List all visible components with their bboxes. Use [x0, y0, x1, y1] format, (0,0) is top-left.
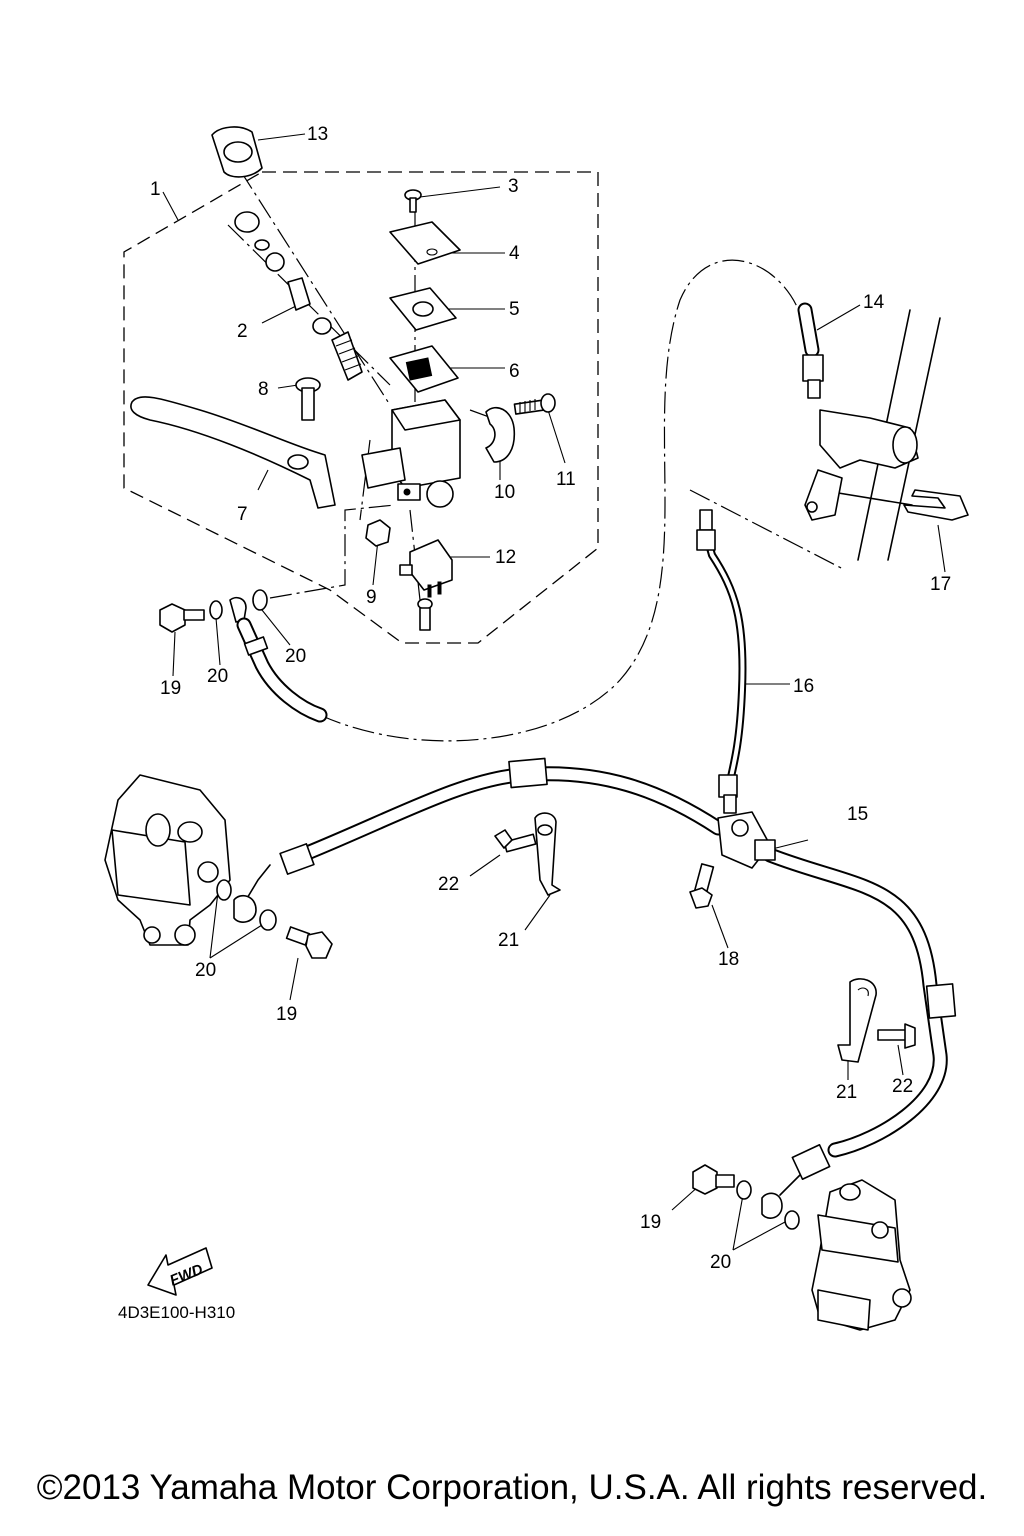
callout-15: 15 — [847, 804, 868, 825]
callout-20-top-b: 20 — [285, 646, 306, 667]
callout-13: 13 — [307, 124, 328, 145]
grip-cover-part — [211, 126, 263, 178]
upper-brake-hose — [229, 596, 328, 723]
callout-22-center: 22 — [438, 874, 459, 895]
master-cylinder-assembly-boundary — [123, 171, 599, 644]
right-brake-caliper — [811, 1179, 912, 1331]
callout-10: 10 — [494, 482, 515, 503]
callout-21-right: 21 — [836, 1082, 857, 1103]
hose-clamp-right — [837, 978, 916, 1063]
callout-9: 9 — [366, 587, 377, 608]
union-bolt-top-part — [159, 603, 205, 633]
hose-clip-part — [903, 489, 969, 521]
brake-lever-part — [130, 396, 336, 509]
callout-7: 7 — [237, 504, 248, 525]
callout-17: 17 — [930, 574, 951, 595]
banjo-fitting-right — [761, 1192, 783, 1219]
callout-19-left: 19 — [276, 1004, 297, 1025]
washer-right-a — [736, 1180, 752, 1200]
callout-6: 6 — [509, 361, 520, 382]
callout-20-left: 20 — [195, 960, 216, 981]
callout-2: 2 — [237, 321, 248, 342]
callout-5: 5 — [509, 299, 520, 320]
union-bolt-right-part — [692, 1164, 735, 1195]
callout-8: 8 — [258, 379, 269, 400]
callout-21-center: 21 — [498, 930, 519, 951]
washer-left-a — [216, 879, 232, 901]
copyright-notice: ©2013 Yamaha Motor Corporation, U.S.A. A… — [36, 1468, 988, 1507]
union-bolt-left-part — [285, 926, 333, 959]
pivot-bolt-part — [295, 377, 321, 421]
nut-part — [365, 519, 391, 547]
washer-top-b — [252, 589, 268, 611]
washer-right-b — [784, 1210, 800, 1230]
hose-clamp-center — [494, 812, 561, 896]
washer-left-b — [259, 909, 277, 931]
callout-4: 4 — [509, 243, 520, 264]
callout-labels: 13 1 3 4 5 6 2 8 7 10 11 12 9 14 17 16 1… — [150, 124, 951, 1273]
washer-top-a — [209, 600, 223, 620]
bracket-part — [485, 406, 516, 463]
bracket-bolt-part — [513, 393, 556, 415]
callout-20-top-a: 20 — [207, 666, 228, 687]
brake-pipe — [696, 509, 747, 814]
callout-16: 16 — [793, 676, 814, 697]
callout-22-right: 22 — [892, 1076, 913, 1097]
callout-18: 18 — [718, 949, 739, 970]
callout-19-top: 19 — [160, 678, 181, 699]
banjo-fitting-left — [233, 894, 257, 923]
junction-bolt-part — [689, 863, 715, 909]
hose-joint-bracket — [804, 409, 919, 521]
callout-14: 14 — [863, 292, 885, 313]
callout-19-right: 19 — [640, 1212, 661, 1233]
callout-11: 11 — [556, 469, 576, 490]
brake-switch-part — [399, 539, 453, 631]
callout-1: 1 — [150, 179, 161, 200]
diagram-code: 4D3E100-H310 — [118, 1303, 235, 1322]
screw-part — [404, 189, 422, 213]
callout-20-right: 20 — [710, 1252, 731, 1273]
callout-3: 3 — [508, 176, 519, 197]
left-brake-caliper — [104, 774, 231, 946]
hose-junction-block — [717, 811, 776, 869]
main-brake-hose — [245, 757, 957, 1196]
forward-arrow-icon: FWD — [147, 1247, 213, 1296]
brake-hose-14-end — [797, 302, 824, 399]
callout-12: 12 — [495, 547, 516, 568]
master-cylinder-body — [361, 399, 461, 508]
piston-kit-part — [234, 211, 363, 381]
reservoir-cap-part — [389, 221, 461, 265]
